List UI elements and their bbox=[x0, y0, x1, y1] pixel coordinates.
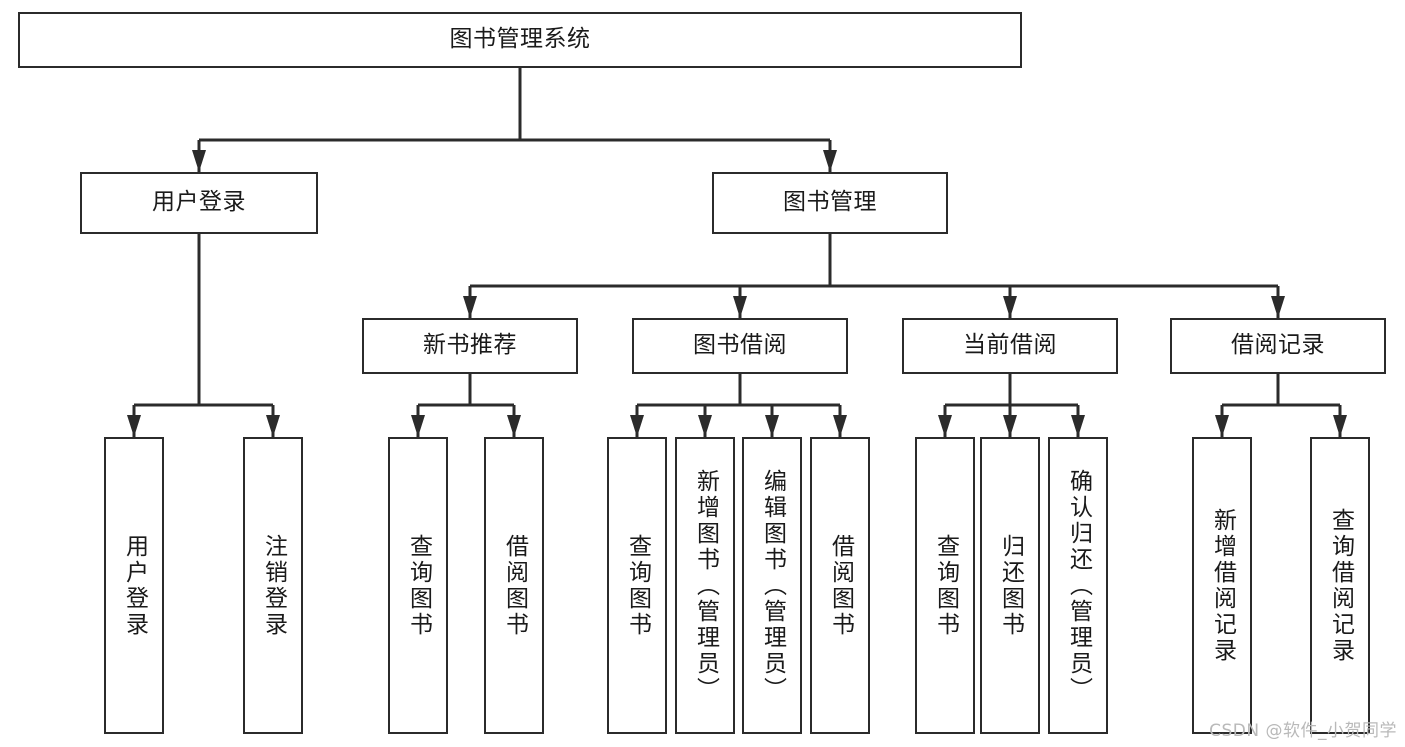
arrowhead bbox=[411, 415, 425, 437]
node-leaf-return-book[interactable]: 归还图书 bbox=[980, 437, 1040, 734]
node-leaf-query-borrow-record[interactable]: 查询借阅记录 bbox=[1310, 437, 1370, 734]
node-leaf-add-book-admin[interactable]: 新增图书（管理员） bbox=[675, 437, 735, 734]
node-label: 归还图书 bbox=[997, 533, 1024, 638]
arrowhead bbox=[938, 415, 952, 437]
node-label: 用户登录 bbox=[121, 533, 148, 638]
node-label: 图书管理系统 bbox=[449, 26, 591, 53]
node-label: 图书借阅 bbox=[693, 332, 787, 359]
node-label: 查询图书 bbox=[405, 533, 432, 638]
arrowhead bbox=[733, 296, 747, 318]
node-label: 查询借阅记录 bbox=[1327, 507, 1354, 664]
arrowhead bbox=[698, 415, 712, 437]
arrowhead bbox=[1071, 415, 1085, 437]
arrowhead bbox=[127, 415, 141, 437]
node-label: 新增借阅记录 bbox=[1209, 507, 1236, 664]
node-leaf-confirm-return-admin[interactable]: 确认归还（管理员） bbox=[1048, 437, 1108, 734]
arrowhead bbox=[1215, 415, 1229, 437]
node-label: 图书管理 bbox=[783, 189, 877, 216]
arrowhead bbox=[463, 296, 477, 318]
node-user-login[interactable]: 用户登录 bbox=[80, 172, 318, 234]
node-leaf-query-book-recommend[interactable]: 查询图书 bbox=[388, 437, 448, 734]
node-leaf-edit-book-admin[interactable]: 编辑图书（管理员） bbox=[742, 437, 802, 734]
node-label: 注销登录 bbox=[260, 533, 287, 638]
node-label: 查询图书 bbox=[932, 533, 959, 638]
node-leaf-user-logout[interactable]: 注销登录 bbox=[243, 437, 303, 734]
node-current-borrow[interactable]: 当前借阅 bbox=[902, 318, 1118, 374]
node-leaf-borrow-book[interactable]: 借阅图书 bbox=[810, 437, 870, 734]
node-label: 确认归还（管理员） bbox=[1065, 468, 1092, 703]
node-leaf-borrow-book-recommend[interactable]: 借阅图书 bbox=[484, 437, 544, 734]
node-label: 借阅图书 bbox=[501, 533, 528, 638]
node-book-manage[interactable]: 图书管理 bbox=[712, 172, 948, 234]
arrowhead bbox=[630, 415, 644, 437]
arrowhead bbox=[1003, 296, 1017, 318]
node-new-book-recommend[interactable]: 新书推荐 bbox=[362, 318, 578, 374]
node-leaf-query-book-borrow[interactable]: 查询图书 bbox=[607, 437, 667, 734]
node-borrow-record[interactable]: 借阅记录 bbox=[1170, 318, 1386, 374]
node-leaf-query-book-current[interactable]: 查询图书 bbox=[915, 437, 975, 734]
node-root[interactable]: 图书管理系统 bbox=[18, 12, 1022, 68]
node-label: 新增图书（管理员） bbox=[692, 468, 719, 703]
node-label: 借阅图书 bbox=[827, 533, 854, 638]
arrowhead bbox=[266, 415, 280, 437]
node-label: 新书推荐 bbox=[423, 332, 517, 359]
arrowhead bbox=[765, 415, 779, 437]
node-label: 用户登录 bbox=[152, 189, 246, 216]
arrowhead bbox=[823, 150, 837, 172]
arrowhead bbox=[1003, 415, 1017, 437]
node-book-borrow[interactable]: 图书借阅 bbox=[632, 318, 848, 374]
node-leaf-add-borrow-record[interactable]: 新增借阅记录 bbox=[1192, 437, 1252, 734]
node-label: 编辑图书（管理员） bbox=[759, 468, 786, 703]
arrowhead bbox=[1333, 415, 1347, 437]
node-label: 借阅记录 bbox=[1231, 332, 1325, 359]
node-label: 查询图书 bbox=[624, 533, 651, 638]
arrowhead bbox=[833, 415, 847, 437]
arrowhead bbox=[507, 415, 521, 437]
node-leaf-user-login[interactable]: 用户登录 bbox=[104, 437, 164, 734]
arrowhead bbox=[192, 150, 206, 172]
node-label: 当前借阅 bbox=[963, 332, 1057, 359]
arrowhead bbox=[1271, 296, 1285, 318]
